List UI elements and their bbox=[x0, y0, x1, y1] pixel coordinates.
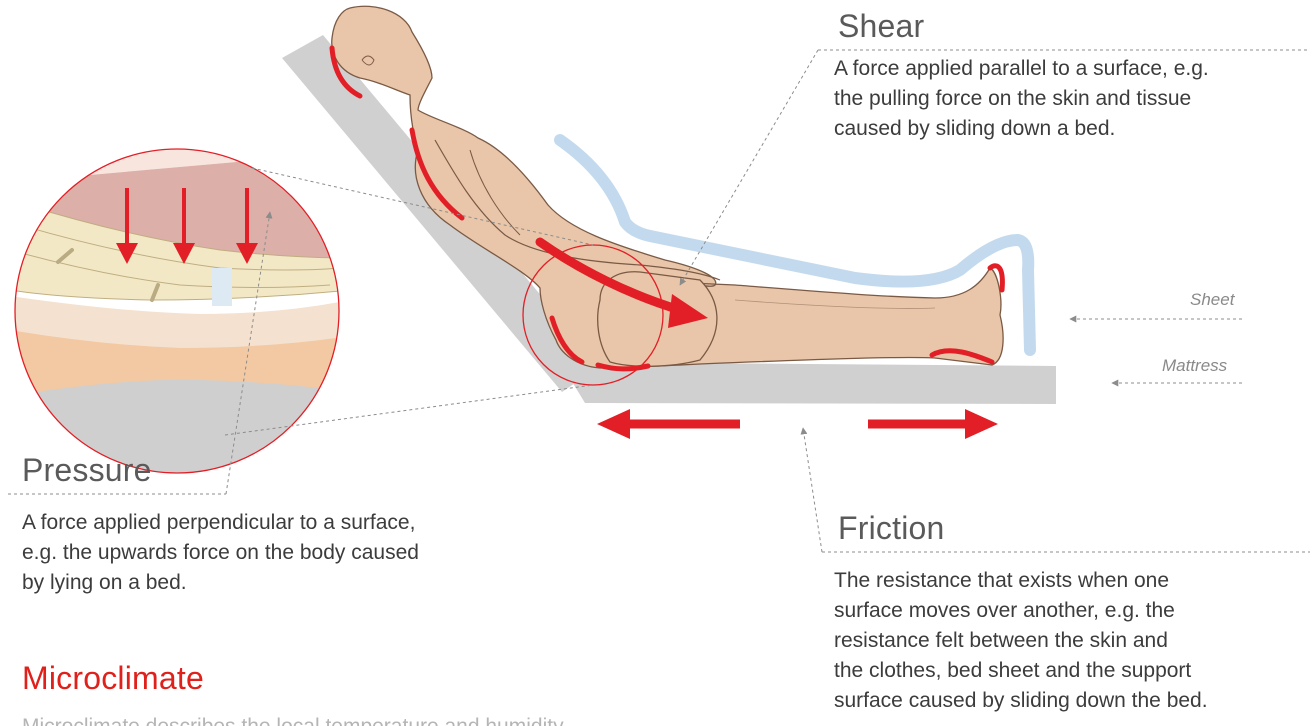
friction-description-line-5: surface caused by sliding down the bed. bbox=[834, 686, 1208, 716]
friction-description-line-2: surface moves over another, e.g. the bbox=[834, 596, 1208, 626]
pressure-description-line-2: e.g. the upwards force on the body cause… bbox=[22, 538, 419, 568]
microclimate-heading: Microclimate bbox=[22, 660, 204, 697]
shear-description-line-1: A force applied parallel to a surface, e… bbox=[834, 54, 1209, 84]
magnified-tissue-view bbox=[10, 140, 350, 480]
pressure-description: A force applied perpendicular to a surfa… bbox=[22, 508, 419, 598]
shear-description: A force applied parallel to a surface, e… bbox=[834, 54, 1209, 144]
microclimate-description-line-1: Microclimate describes the local tempera… bbox=[22, 712, 564, 726]
mattress-label: Mattress bbox=[1162, 356, 1227, 376]
pressure-description-line-3: by lying on a bed. bbox=[22, 568, 419, 598]
friction-heading: Friction bbox=[838, 510, 945, 547]
microclimate-description: Microclimate describes the local tempera… bbox=[22, 712, 564, 726]
friction-description: The resistance that exists when one surf… bbox=[834, 566, 1208, 716]
pressure-heading: Pressure bbox=[22, 452, 152, 489]
shear-heading: Shear bbox=[838, 8, 924, 45]
pressure-description-line-1: A force applied perpendicular to a surfa… bbox=[22, 508, 419, 538]
shear-description-line-3: caused by sliding down a bed. bbox=[834, 114, 1209, 144]
friction-arrow-right bbox=[868, 409, 998, 439]
friction-description-line-1: The resistance that exists when one bbox=[834, 566, 1208, 596]
friction-description-line-4: the clothes, bed sheet and the support bbox=[834, 656, 1208, 686]
friction-leader bbox=[803, 428, 822, 552]
sheet-label: Sheet bbox=[1190, 290, 1234, 310]
friction-arrow-left bbox=[597, 409, 740, 439]
friction-description-line-3: resistance felt between the skin and bbox=[834, 626, 1208, 656]
shear-description-line-2: the pulling force on the skin and tissue bbox=[834, 84, 1209, 114]
